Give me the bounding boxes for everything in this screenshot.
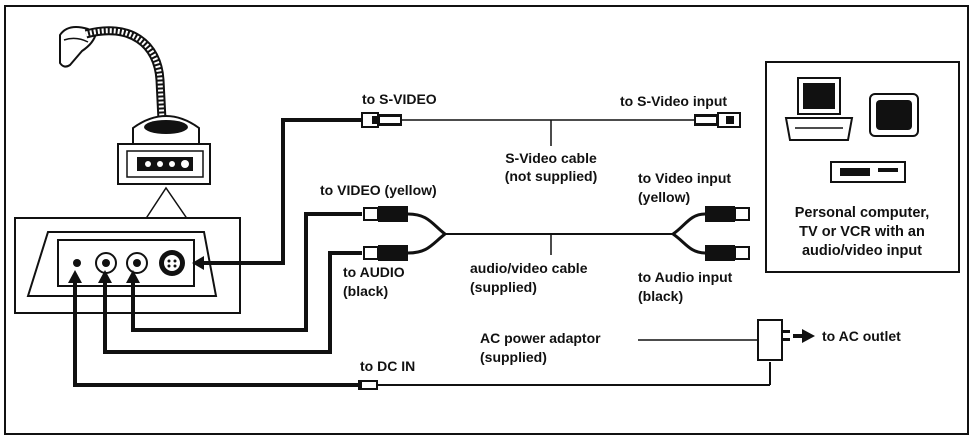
label-ac-adaptor-note: (supplied) (480, 349, 547, 365)
device-box-line-1: Personal computer, (795, 205, 930, 221)
arrow-heads (68, 256, 815, 343)
label-to-audio-input: to Audio input (638, 269, 733, 285)
label-to-s-video-input: to S-Video input (620, 93, 727, 109)
audio-plug-right-icon (705, 245, 735, 261)
device-box-line-2: TV or VCR with an (799, 224, 925, 240)
label-to-video: to VIDEO (yellow) (320, 182, 437, 198)
audio-arrow-icon (98, 270, 112, 283)
label-to-audio-input-note: (black) (638, 288, 683, 304)
unit-cable-lines (73, 118, 362, 387)
label-to-audio: to AUDIO (343, 264, 405, 280)
ac-adaptor-cable (358, 319, 790, 390)
label-to-s-video: to S-VIDEO (362, 91, 437, 107)
dc-in-jack (73, 259, 81, 267)
outer-frame (4, 5, 969, 435)
label-s-video-cable: S-Video cable (505, 150, 597, 166)
label-to-audio-note: (black) (343, 283, 388, 299)
dc-in-arrow-icon (68, 270, 82, 283)
label-to-video-input-note: (yellow) (638, 189, 690, 205)
video-arrow-icon (126, 270, 140, 283)
ac-adaptor-icon (757, 319, 783, 361)
audio-plug-left-icon (363, 246, 379, 260)
s-video-arrow-icon (192, 256, 204, 270)
s-video-cable (361, 112, 741, 146)
label-to-ac-outlet: to AC outlet (822, 328, 901, 344)
audio-video-cable (363, 206, 750, 261)
device-box: Personal computer, TV or VCR with an aud… (765, 61, 960, 273)
label-to-dc-in: to DC IN (360, 358, 415, 374)
label-av-cable-note: (supplied) (470, 279, 537, 295)
device-box-line-3: audio/video input (802, 243, 922, 259)
label-to-video-input: to Video input (638, 170, 731, 186)
label-s-video-cable-note: (not supplied) (505, 168, 598, 184)
video-plug-right-icon (705, 206, 735, 222)
video-plug-left-icon (363, 207, 379, 221)
label-ac-adaptor: AC power adaptor (480, 330, 601, 346)
label-av-cable: audio/video cable (470, 260, 588, 276)
camera-unit (14, 26, 241, 314)
labels: to S-VIDEO to S-Video input S-Video cabl… (320, 91, 901, 374)
